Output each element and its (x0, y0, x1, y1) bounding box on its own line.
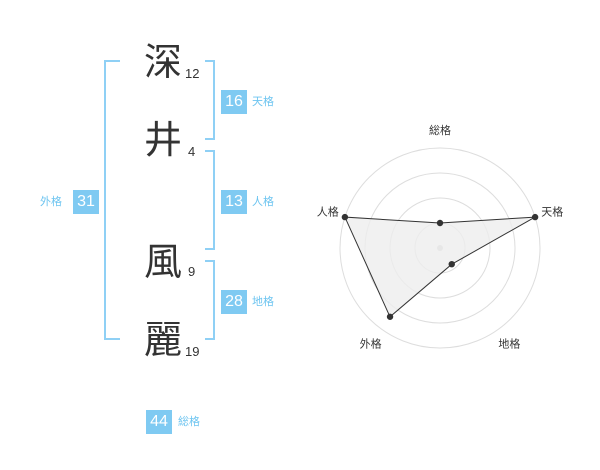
jinkaku-value-badge: 13 (221, 190, 247, 214)
radar-ring (339, 147, 541, 349)
stroke-count-3: 9 (188, 264, 196, 279)
radar-point (341, 213, 349, 221)
stroke-count-1: 12 (185, 66, 200, 81)
chikaku-bracket (205, 260, 215, 340)
name-char-3: 風 (143, 240, 182, 284)
tenkaku-label: 天格 (252, 95, 274, 108)
tenkaku-bracket (205, 60, 215, 140)
stroke-count-2: 4 (188, 144, 196, 159)
jinkaku-label: 人格 (252, 195, 274, 208)
jinkaku-bracket (205, 150, 215, 250)
name-char-1: 深 (143, 40, 182, 84)
radar-axis-label: 地格 (498, 336, 520, 350)
radar-point (531, 213, 539, 221)
gaikaku-bracket (104, 60, 120, 340)
chikaku-value-badge: 28 (221, 290, 247, 314)
tenkaku-value-badge: 16 (221, 90, 247, 114)
radar-point (436, 219, 444, 227)
radar-axis-label: 天格 (541, 205, 563, 219)
radar-axis-label: 外格 (360, 336, 382, 350)
radar-point (386, 313, 394, 320)
radar-point (448, 260, 455, 268)
stroke-count-4: 19 (185, 344, 200, 359)
chikaku-label: 地格 (252, 295, 274, 308)
gaikaku-label: 外格 (40, 195, 62, 208)
soukaku-value-badge: 44 (146, 410, 172, 434)
radar-axis-label: 人格 (317, 205, 339, 219)
radar-polygon (344, 216, 536, 318)
name-char-2: 井 (143, 118, 182, 162)
name-char-4: 麗 (143, 318, 182, 362)
radar-axis-label: 総格 (429, 123, 451, 137)
gaikaku-value-badge: 31 (73, 190, 99, 214)
soukaku-label: 総格 (178, 415, 200, 428)
